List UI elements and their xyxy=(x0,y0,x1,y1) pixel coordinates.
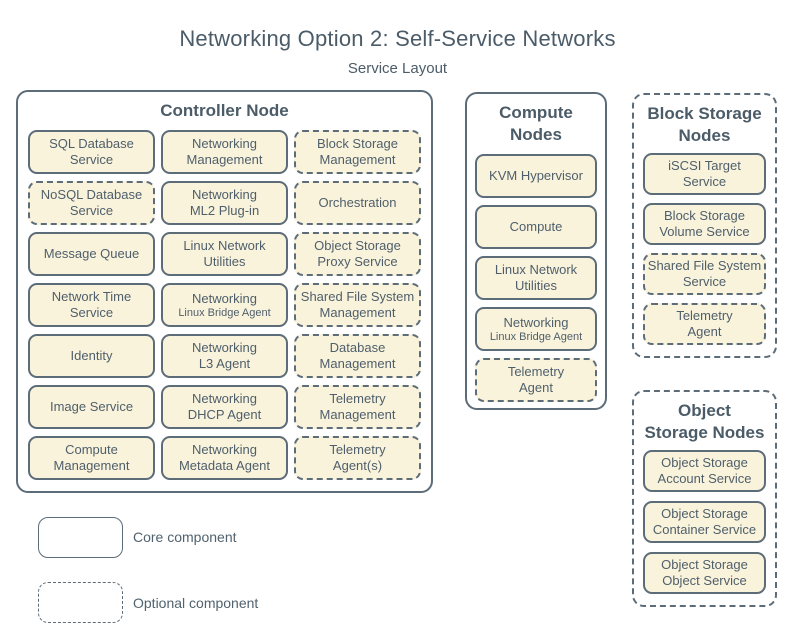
service-box-database-management: Database Management xyxy=(294,334,421,379)
service-box-networking-metadata-agent: Networking Metadata Agent xyxy=(161,436,288,481)
service-box-kvm-hypervisor: KVM Hypervisor xyxy=(475,154,597,199)
service-box-object-storage-account: Object Storage Account Service xyxy=(643,450,766,493)
service-label: SQL Database Service xyxy=(49,135,134,168)
block-storage-service-stack: iSCSI Target Service Block Storage Volum… xyxy=(634,147,775,346)
service-label: Identity xyxy=(70,347,113,363)
controller-service-grid: SQL Database Service Networking Manageme… xyxy=(18,122,431,481)
legend-core-label: Core component xyxy=(133,529,237,545)
service-label: Database Management xyxy=(319,339,396,372)
service-label: Compute Management xyxy=(53,441,130,474)
legend-optional-label: Optional component xyxy=(133,595,259,611)
service-box-telemetry-agent: Telemetry Agent xyxy=(475,358,597,403)
service-label: Orchestration xyxy=(318,194,397,210)
service-box-iscsi-target: iSCSI Target Service xyxy=(643,153,766,196)
service-label: Telemetry Agent xyxy=(507,363,565,396)
service-box-object-storage-proxy: Object Storage Proxy Service xyxy=(294,232,421,277)
page-subtitle: Service Layout xyxy=(347,60,448,77)
compute-service-stack: KVM Hypervisor Compute Linux Network Uti… xyxy=(467,146,605,403)
block-storage-nodes-title: Block Storage Nodes xyxy=(647,104,762,146)
service-sublabel: Linux Bridge Agent xyxy=(489,331,583,344)
service-label: Networking DHCP Agent xyxy=(187,390,262,423)
service-label: Telemetry Agent(s) xyxy=(329,441,386,474)
service-label: Networking ML2 Plug-in xyxy=(189,186,260,219)
service-label: Shared File System Service xyxy=(647,257,762,290)
controller-node-title: Controller Node xyxy=(160,101,289,120)
service-label: Object Storage Object Service xyxy=(661,556,748,589)
service-label: Networking xyxy=(191,290,258,306)
service-label: Message Queue xyxy=(43,245,140,261)
service-box-object-storage-container: Object Storage Container Service xyxy=(643,501,766,544)
service-label: Network Time Service xyxy=(51,288,132,321)
block-storage-nodes-container: Block Storage Nodes iSCSI Target Service… xyxy=(632,93,777,358)
service-box-shared-file-system: Shared File System Service xyxy=(643,253,766,296)
service-box-telemetry-management: Telemetry Management xyxy=(294,385,421,430)
service-box-object-storage-object: Object Storage Object Service xyxy=(643,552,766,595)
compute-nodes-title: Compute Nodes xyxy=(499,103,573,145)
service-box-linux-network-utilities: Linux Network Utilities xyxy=(161,232,288,277)
service-label: Block Storage Management xyxy=(317,135,398,168)
service-label: Networking Metadata Agent xyxy=(178,441,271,474)
page-title: Networking Option 2: Self-Service Networ… xyxy=(179,26,616,51)
service-box-networking-management: Networking Management xyxy=(161,130,288,175)
controller-node-container: Controller Node SQL Database Service Net… xyxy=(16,90,433,493)
object-storage-service-stack: Object Storage Account Service Object St… xyxy=(634,444,775,595)
service-label: NoSQL Database Service xyxy=(40,186,143,219)
legend-optional-swatch xyxy=(38,582,123,623)
service-box-compute-management: Compute Management xyxy=(28,436,155,481)
service-box-block-storage-management: Block Storage Management xyxy=(294,130,421,175)
service-label: iSCSI Target Service xyxy=(668,157,741,190)
service-box-network-time: Network Time Service xyxy=(28,283,155,328)
service-label: Image Service xyxy=(49,398,134,414)
service-label: Networking xyxy=(503,315,569,331)
service-box-block-storage-volume: Block Storage Volume Service xyxy=(643,203,766,246)
service-label: Telemetry Agent xyxy=(676,307,733,340)
service-box-linux-network-utilities: Linux Network Utilities xyxy=(475,256,597,301)
service-label: Networking L3 Agent xyxy=(191,339,258,372)
service-label: KVM Hypervisor xyxy=(489,168,583,184)
legend-core-swatch xyxy=(38,517,123,558)
service-sublabel: Linux Bridge Agent xyxy=(178,307,271,320)
service-label: Block Storage Volume Service xyxy=(659,207,750,240)
service-label: Linux Network Utilities xyxy=(183,237,266,270)
service-box-shared-file-system-management: Shared File System Management xyxy=(294,283,421,328)
object-storage-nodes-container: Object Storage Nodes Object Storage Acco… xyxy=(632,390,777,607)
service-label: Compute xyxy=(509,219,563,235)
service-label: Object Storage Proxy Service xyxy=(314,237,401,270)
service-box-image-service: Image Service xyxy=(28,385,155,430)
service-box-networking-l3-agent: Networking L3 Agent xyxy=(161,334,288,379)
service-label: Linux Network Utilities xyxy=(494,261,578,294)
compute-nodes-container: Compute Nodes KVM Hypervisor Compute Lin… xyxy=(465,92,607,410)
service-box-sql-database: SQL Database Service xyxy=(28,130,155,175)
service-label: Networking Management xyxy=(186,135,263,168)
service-box-networking-ml2-plugin: Networking ML2 Plug-in xyxy=(161,181,288,226)
service-box-telemetry-agent: Telemetry Agent xyxy=(643,303,766,346)
service-box-networking-dhcp-agent: Networking DHCP Agent xyxy=(161,385,288,430)
service-box-message-queue: Message Queue xyxy=(28,232,155,277)
service-label: Object Storage Container Service xyxy=(652,505,757,538)
service-label: Shared File System Management xyxy=(300,288,415,321)
object-storage-nodes-title: Object Storage Nodes xyxy=(644,401,765,443)
service-box-orchestration: Orchestration xyxy=(294,181,421,226)
service-box-identity: Identity xyxy=(28,334,155,379)
service-box-nosql-database: NoSQL Database Service xyxy=(28,181,155,226)
service-label: Object Storage Account Service xyxy=(657,454,752,487)
service-box-compute: Compute xyxy=(475,205,597,250)
service-label: Telemetry Management xyxy=(319,390,396,423)
service-box-telemetry-agents: Telemetry Agent(s) xyxy=(294,436,421,481)
